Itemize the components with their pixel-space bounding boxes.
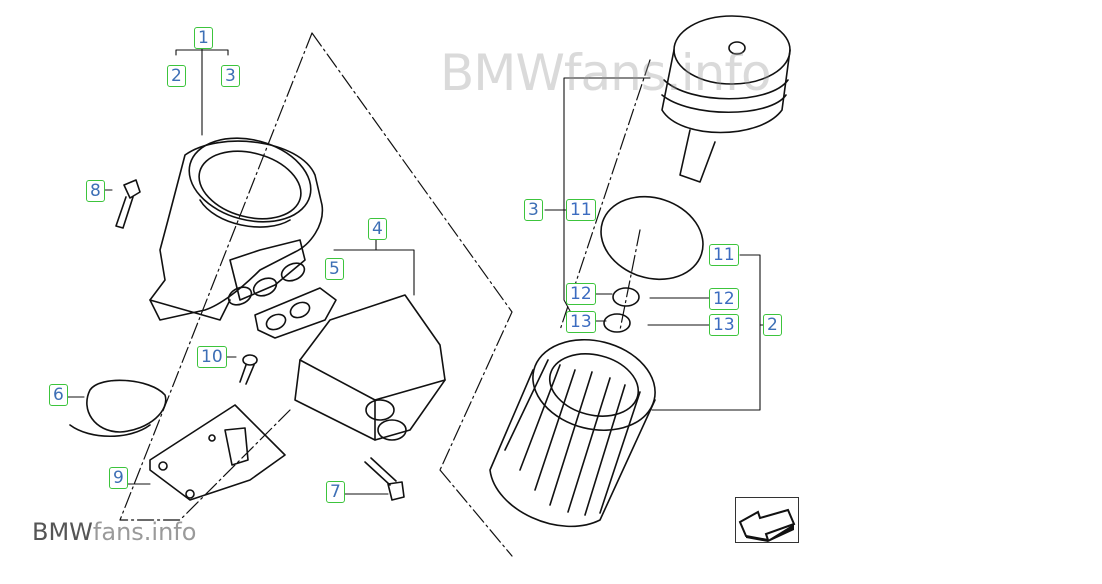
filter-element: [489, 338, 656, 528]
callout-12-right[interactable]: 12: [709, 288, 739, 310]
watermark-brand: BMW: [32, 518, 93, 546]
heat-exchanger: [294, 294, 446, 441]
callout-3[interactable]: 3: [221, 65, 240, 87]
watermark-domain: fans.info: [92, 518, 197, 546]
watermark-top: BMWfans.info: [440, 44, 772, 102]
bolt-8: [115, 179, 141, 229]
filter-cover: [661, 15, 791, 183]
gasket-6: [69, 379, 167, 438]
callout-4[interactable]: 4: [368, 218, 387, 240]
screw-10: [239, 354, 258, 385]
callout-7[interactable]: 7: [326, 481, 345, 503]
back-arrow-icon: [738, 508, 796, 542]
watermark-bottom: BMWfans.info: [32, 518, 196, 546]
seal-ring-11: [600, 195, 704, 281]
bracket-9: [149, 404, 286, 501]
callout-3-filter[interactable]: 3: [524, 199, 543, 221]
callout-10[interactable]: 10: [197, 346, 227, 368]
callout-12-left[interactable]: 12: [566, 283, 596, 305]
bolt-7: [364, 457, 405, 501]
back-arrow-button[interactable]: [735, 497, 799, 543]
leader-lines: [65, 47, 771, 495]
callout-8[interactable]: 8: [86, 180, 105, 202]
gasket-5: [254, 287, 337, 339]
callout-13-left[interactable]: 13: [566, 311, 596, 333]
callout-11-right[interactable]: 11: [709, 244, 739, 266]
callout-5[interactable]: 5: [325, 258, 344, 280]
callout-2[interactable]: 2: [167, 65, 186, 87]
o-ring-13: [603, 313, 631, 333]
callout-11-left[interactable]: 11: [566, 199, 596, 221]
callout-1[interactable]: 1: [194, 27, 213, 49]
callout-2-filter[interactable]: 2: [763, 314, 782, 336]
filter-housing: [149, 137, 324, 321]
o-ring-12: [612, 287, 640, 307]
callout-9[interactable]: 9: [109, 467, 128, 489]
callout-6[interactable]: 6: [49, 384, 68, 406]
callout-13-right[interactable]: 13: [709, 314, 739, 336]
